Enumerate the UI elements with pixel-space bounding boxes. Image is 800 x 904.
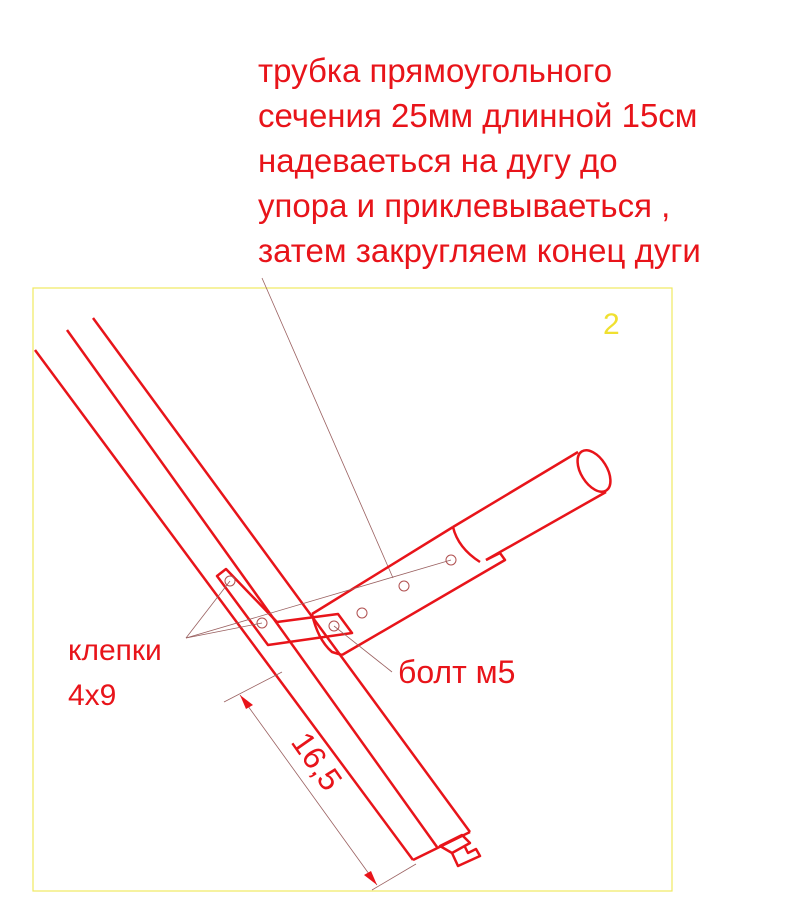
hole — [398, 580, 410, 592]
holes — [224, 554, 457, 632]
rivets-label: клепки — [68, 634, 162, 667]
bracket-plate — [215, 567, 354, 647]
sheet-number: 2 — [603, 308, 620, 341]
rivet-hole — [256, 617, 268, 629]
bolt-hole — [328, 620, 340, 632]
note-line: упора и приклевываеться , — [258, 187, 670, 224]
drawing-frame — [32, 287, 673, 892]
rivets-size-label: 4х9 — [68, 679, 116, 712]
rivet-hole — [445, 554, 457, 566]
note-text: трубка прямоугольного сечения 25мм длинн… — [258, 52, 701, 269]
round-pipe — [452, 449, 612, 562]
arrow-head — [364, 871, 377, 885]
note-line: трубка прямоугольного — [258, 52, 612, 89]
rivet-leaders — [185, 559, 452, 639]
note-line: сечения 25мм длинной 15см — [258, 97, 698, 134]
dimension: 16,5 — [223, 671, 417, 891]
note-line: надеваеться на дугу до — [258, 142, 618, 179]
bolt-leader — [333, 625, 393, 673]
arc-tube — [33, 317, 482, 868]
arrow-head — [240, 695, 253, 709]
hole — [356, 607, 368, 619]
rivet-hole — [224, 575, 236, 587]
note-leader — [261, 277, 394, 579]
dimension-value: 16,5 — [284, 725, 349, 797]
bolt-label: болт м5 — [398, 654, 515, 690]
rectangular-tube — [310, 525, 507, 657]
note-line: затем закругляем конец дуги — [258, 232, 701, 269]
